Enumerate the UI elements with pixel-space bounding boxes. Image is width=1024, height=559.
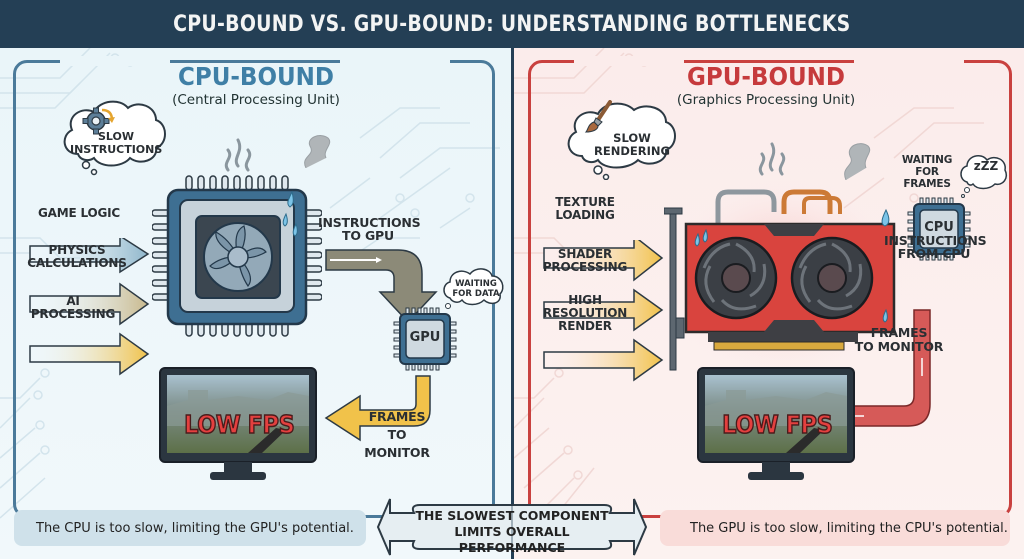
heat-waves-icon bbox=[224, 138, 252, 172]
input-label-texture: TEXTURE LOADING bbox=[555, 195, 615, 222]
input-label-ai: AI PROCESSING bbox=[30, 294, 116, 321]
instructions-from-cpu-label: INSTRUCTIONS FROM CPU bbox=[884, 233, 987, 261]
slow-rendering-text: SLOW RENDERING bbox=[594, 131, 670, 158]
header-bar: CPU-BOUND VS. GPU-BOUND: UNDERSTANDING B… bbox=[0, 0, 1024, 48]
input-label-high-res: HIGH RESOLUTION RENDER bbox=[542, 293, 628, 333]
monitor-icon bbox=[697, 367, 855, 480]
cpu-input-arrows bbox=[29, 238, 150, 376]
sleep-cloud bbox=[960, 155, 1007, 198]
cpu-section-title: CPU-BOUND bbox=[177, 62, 335, 91]
input-label-physics: PHYSICS CALCULATIONS bbox=[27, 243, 127, 270]
gpu-chip-label: GPU bbox=[409, 330, 441, 345]
cpu-low-fps-text: LOW FPS bbox=[183, 409, 295, 440]
cpu-chip-label: CPU bbox=[924, 220, 954, 235]
texture-loading-arrow bbox=[543, 240, 664, 282]
gpu-section-title: GPU-BOUND bbox=[686, 62, 846, 91]
paintbrush-icon bbox=[584, 100, 612, 133]
fan-left bbox=[694, 236, 778, 320]
gpu-chip-small-icon bbox=[393, 307, 457, 371]
gear-icon bbox=[82, 107, 115, 135]
waiting-for-frames-label: WAITING FOR FRAMES bbox=[901, 154, 953, 190]
slow-instructions-text: SLOW INSTRUCTIONS bbox=[70, 130, 163, 156]
frames-to-monitor-arrow bbox=[324, 375, 431, 442]
high-resolution-arrow bbox=[543, 338, 664, 382]
gpu-frames-to-monitor-label: FRAMES TO MONITOR bbox=[854, 325, 944, 354]
shader-processing-arrow bbox=[543, 288, 664, 332]
cpu-chip-icon bbox=[152, 175, 322, 337]
monitor-icon bbox=[159, 367, 317, 480]
input-label-shader: SHADER PROCESSING bbox=[542, 247, 628, 274]
physics-arrow bbox=[29, 282, 150, 326]
smoke-icon bbox=[844, 143, 871, 180]
gpu-low-fps-text: LOW FPS bbox=[721, 409, 833, 440]
cpu-summary-text: The CPU is too slow, limiting the GPU's … bbox=[36, 520, 354, 536]
smoke-icon bbox=[304, 135, 331, 168]
input-label-game-logic: GAME LOGIC bbox=[38, 206, 120, 220]
gpu-summary-text: The GPU is too slow, limiting the CPU's … bbox=[690, 520, 1008, 536]
fan-right bbox=[790, 236, 874, 320]
cpu-summary-box: The CPU is too slow, limiting the GPU's … bbox=[14, 510, 366, 546]
instructions-to-gpu-label: INSTRUCTIONS TO GPU bbox=[318, 215, 421, 243]
graphics-card-icon bbox=[664, 178, 904, 378]
center-message: THE SLOWEST COMPONENT LIMITS OVERALL PER… bbox=[415, 508, 609, 555]
gpu-bound-panel: GPU-BOUND (Graphics Processing Unit) SLO… bbox=[514, 48, 1024, 559]
sleep-zzz-text: zZZ bbox=[973, 159, 999, 173]
cpu-bound-panel: CPU-BOUND (Central Processing Unit) SLOW… bbox=[0, 48, 512, 559]
game-logic-arrow bbox=[29, 238, 150, 274]
heat-waves-icon bbox=[758, 142, 786, 176]
double-headed-arrow bbox=[376, 495, 648, 559]
waiting-for-data-text: WAITING FOR DATA bbox=[452, 279, 500, 299]
gpu-summary-box: The GPU is too slow, limiting the CPU's … bbox=[660, 510, 1010, 546]
instructions-to-gpu-arrow bbox=[325, 249, 438, 324]
cpu-section-subtitle: (Central Processing Unit) bbox=[172, 92, 340, 108]
frames-to-monitor-label: FRAMES TO MONITOR bbox=[364, 409, 430, 460]
ai-processing-arrow bbox=[29, 332, 150, 376]
center-divider bbox=[511, 48, 514, 559]
gpu-input-arrows bbox=[543, 240, 664, 382]
circuit-traces-left bbox=[0, 48, 500, 519]
waiting-for-data-cloud bbox=[443, 268, 504, 309]
cpu-chip-small-icon bbox=[907, 197, 971, 261]
page-title: CPU-BOUND VS. GPU-BOUND: UNDERSTANDING B… bbox=[173, 11, 851, 37]
gpu-section-subtitle: (Graphics Processing Unit) bbox=[676, 92, 856, 108]
